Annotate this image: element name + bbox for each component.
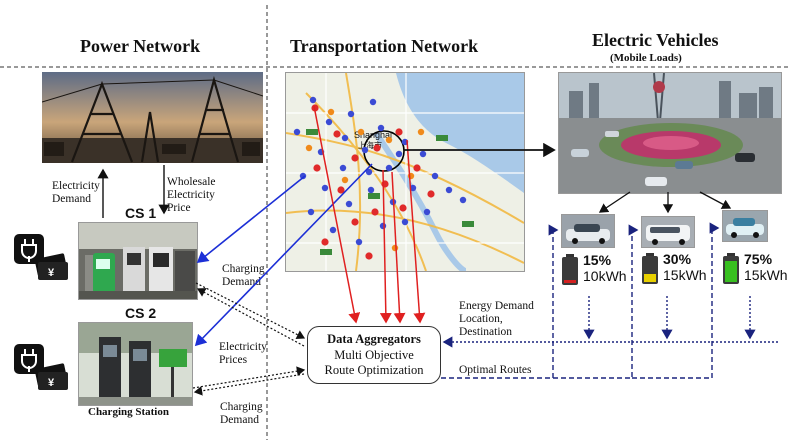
ev3-battery-percent: 75% xyxy=(744,251,773,267)
traffic-roundabout-photo xyxy=(558,72,782,194)
ev1-car-photo xyxy=(561,214,615,248)
charging-demand-label-1: Charging Demand xyxy=(222,263,265,288)
wholesale-price-label: Wholesale Electricity Price xyxy=(167,176,216,214)
transportation-network-header: Transportation Network xyxy=(290,36,479,56)
cs1-charging-station-photo xyxy=(78,222,198,300)
electric-vehicles-header: Electric Vehicles xyxy=(592,30,719,50)
aggregator-line2: Route Optimization xyxy=(324,363,424,377)
map-city-label-cn: 上海市 xyxy=(358,141,382,150)
ev3-car-photo xyxy=(722,210,768,242)
cs2-label: CS 2 xyxy=(125,305,157,321)
cs2-charging-station-photo xyxy=(78,322,193,406)
charging-demand-label-2: Charging Demand xyxy=(220,401,263,426)
ev1-energy-kwh: 10kWh xyxy=(583,268,627,284)
battery-icon xyxy=(723,253,739,284)
map-city-label: Shanghai xyxy=(354,130,393,140)
aggregator-line1: Multi Objective xyxy=(334,348,414,362)
ev2-battery-percent: 30% xyxy=(663,251,692,267)
power-network-header: Power Network xyxy=(80,36,201,56)
optimal-routes-label: Optimal Routes xyxy=(459,364,532,376)
data-aggregators-box: Data Aggregators Multi Objective Route O… xyxy=(307,326,441,384)
svg-text:¥: ¥ xyxy=(48,377,55,389)
ev3-energy-kwh: 15kWh xyxy=(744,267,788,283)
cs1-label: CS 1 xyxy=(125,205,157,221)
electricity-demand-label: Electricity Demand xyxy=(52,180,100,205)
ev-charging-payment-icon: ¥ ¥ xyxy=(14,234,68,280)
battery-icon xyxy=(642,253,658,284)
ev2-energy-kwh: 15kWh xyxy=(663,267,707,283)
electricity-prices-label: Electricity Prices xyxy=(219,341,267,366)
map-pins xyxy=(293,96,467,260)
ev2-car-photo xyxy=(641,216,695,248)
charging-station-caption: Charging Station xyxy=(88,406,169,418)
power-substation-photo xyxy=(42,72,263,163)
battery-icon xyxy=(562,254,578,285)
svg-text:¥: ¥ xyxy=(48,267,55,279)
energy-demand-label: Energy Demand Location, Destination xyxy=(459,300,534,338)
ev-charging-payment-icon-2: ¥ ¥ xyxy=(14,344,68,390)
ev1-battery-percent: 15% xyxy=(583,252,612,268)
mobile-loads-subheader: (Mobile Loads) xyxy=(610,52,682,64)
aggregator-title: Data Aggregators xyxy=(327,332,421,346)
transportation-map: Shanghai 上海市 xyxy=(285,72,525,272)
